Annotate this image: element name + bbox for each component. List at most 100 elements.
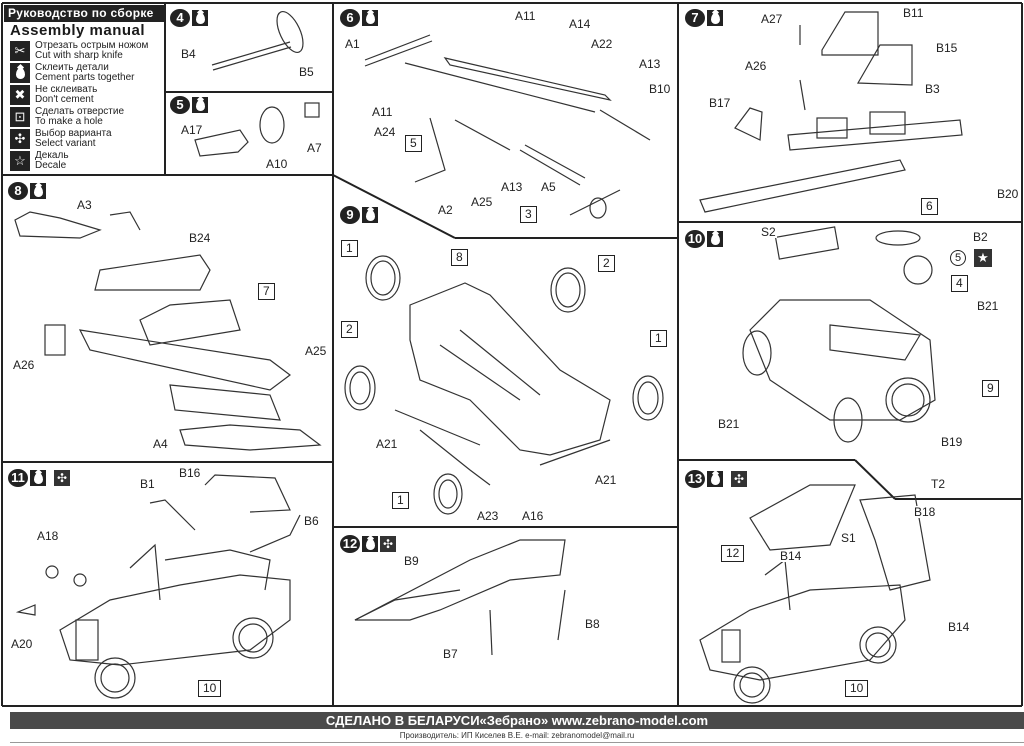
part-label: A4 (152, 437, 169, 451)
part-label: A26 (744, 59, 768, 73)
part-label: B15 (935, 41, 959, 55)
part-label: A27 (760, 12, 784, 26)
select-variant-icon: ✣ (380, 536, 396, 552)
legend-text-ru: Сделать отверстие (35, 106, 125, 117)
part-label: A16 (521, 509, 545, 523)
part-label: A22 (590, 37, 614, 51)
legend-text-ru: Не склеивать (35, 84, 98, 95)
part-label: B4 (180, 47, 197, 61)
step-ref-box: 6 (921, 198, 938, 216)
step-ref-box: 1 (392, 492, 409, 510)
knife-icon: ✂ (10, 41, 30, 61)
legend-title: Assembly manual (10, 22, 146, 39)
part-label: A5 (540, 180, 557, 194)
legend-panel: Руководство по сборке Assembly manual ✂ … (4, 5, 164, 173)
part-label: B5 (298, 65, 315, 79)
step-number: 13 (685, 470, 705, 488)
step-number: 11 (8, 469, 28, 487)
step-9-header: 9 (340, 206, 378, 224)
step-number: 5 (170, 96, 190, 114)
part-label: B21 (717, 417, 741, 431)
part-label: B8 (584, 617, 601, 631)
step-number: 9 (340, 206, 360, 224)
part-label: A18 (36, 529, 60, 543)
part-label: A25 (470, 195, 494, 209)
part-label: B1 (139, 477, 156, 491)
step-number: 8 (8, 182, 28, 200)
part-label: A24 (373, 125, 397, 139)
glue-drop-icon (707, 231, 723, 247)
part-label: B18 (913, 505, 937, 519)
legend-text-en: Don't cement (35, 94, 94, 105)
part-label: A25 (304, 344, 328, 358)
part-label: B19 (940, 435, 964, 449)
glue-drop-icon (362, 10, 378, 26)
select-variant-icon: ✣ (10, 129, 30, 149)
part-label: A21 (594, 473, 618, 487)
decal-star-badge: ★ (974, 249, 992, 267)
part-label: B10 (648, 82, 672, 96)
step-number: 12 (340, 535, 360, 553)
step-11-header: 11 ✣ (8, 469, 70, 487)
step-ref-box: 4 (951, 275, 968, 293)
step-ref-circle: 5 (950, 250, 966, 266)
legend-text-en: Cement parts together (35, 72, 135, 83)
part-label: B24 (188, 231, 212, 245)
part-label: B2 (972, 230, 989, 244)
manufacturer-info: Производитель: ИП Киселев В.Е. e-mail: z… (10, 729, 1024, 743)
part-label: A13 (638, 57, 662, 71)
step-ref-box: 9 (982, 380, 999, 398)
part-label: A1 (344, 37, 361, 51)
select-variant-icon: ✣ (731, 471, 747, 487)
step-13-header: 13 ✣ (685, 470, 747, 488)
legend-text-ru: Выбор варианта (35, 128, 112, 139)
step-ref-box: 1 (341, 240, 358, 258)
step-10-header: 10 (685, 230, 723, 248)
glue-drop-icon (192, 10, 208, 26)
part-label: B14 (947, 620, 971, 634)
part-label: A10 (265, 157, 289, 171)
part-label: A17 (180, 123, 204, 137)
glue-drop-icon (30, 183, 46, 199)
legend-text-en: Decale (35, 160, 67, 171)
part-label: A7 (306, 141, 323, 155)
step-ref-box: 2 (598, 255, 615, 273)
step-ref-box: 10 (845, 680, 869, 698)
step-8-header: 8 (8, 182, 46, 200)
footer-banner: СДЕЛАНО В БЕЛАРУСИ«Зебрано» www.zebrano-… (10, 712, 1024, 729)
glue-drop-icon (192, 97, 208, 113)
no-glue-icon: ✖ (10, 85, 30, 105)
part-label: B7 (442, 647, 459, 661)
drill-hole-icon: ⊡ (10, 107, 30, 127)
step-ref-box: 2 (341, 321, 358, 339)
step-6-header: 6 (340, 9, 378, 27)
step-ref-box: 8 (451, 249, 468, 267)
legend-text-en: Cut with sharp knife (35, 50, 123, 61)
step-5-header: 5 (170, 96, 208, 114)
step-number: 4 (170, 9, 190, 27)
part-label: A21 (375, 437, 399, 451)
glue-drop-icon (30, 470, 46, 486)
legend-header: Руководство по сборке (4, 5, 164, 22)
glue-drop-icon (707, 471, 723, 487)
step-number: 10 (685, 230, 705, 248)
part-label: B9 (403, 554, 420, 568)
part-label: A26 (12, 358, 36, 372)
step-ref-box: 5 (405, 135, 422, 153)
part-label: B6 (303, 514, 320, 528)
part-label: S2 (760, 225, 777, 239)
step-number: 6 (340, 9, 360, 27)
part-label: A20 (10, 637, 34, 651)
glue-drop-icon (362, 207, 378, 223)
part-label: A2 (437, 203, 454, 217)
select-variant-icon: ✣ (54, 470, 70, 486)
part-label: B17 (708, 96, 732, 110)
